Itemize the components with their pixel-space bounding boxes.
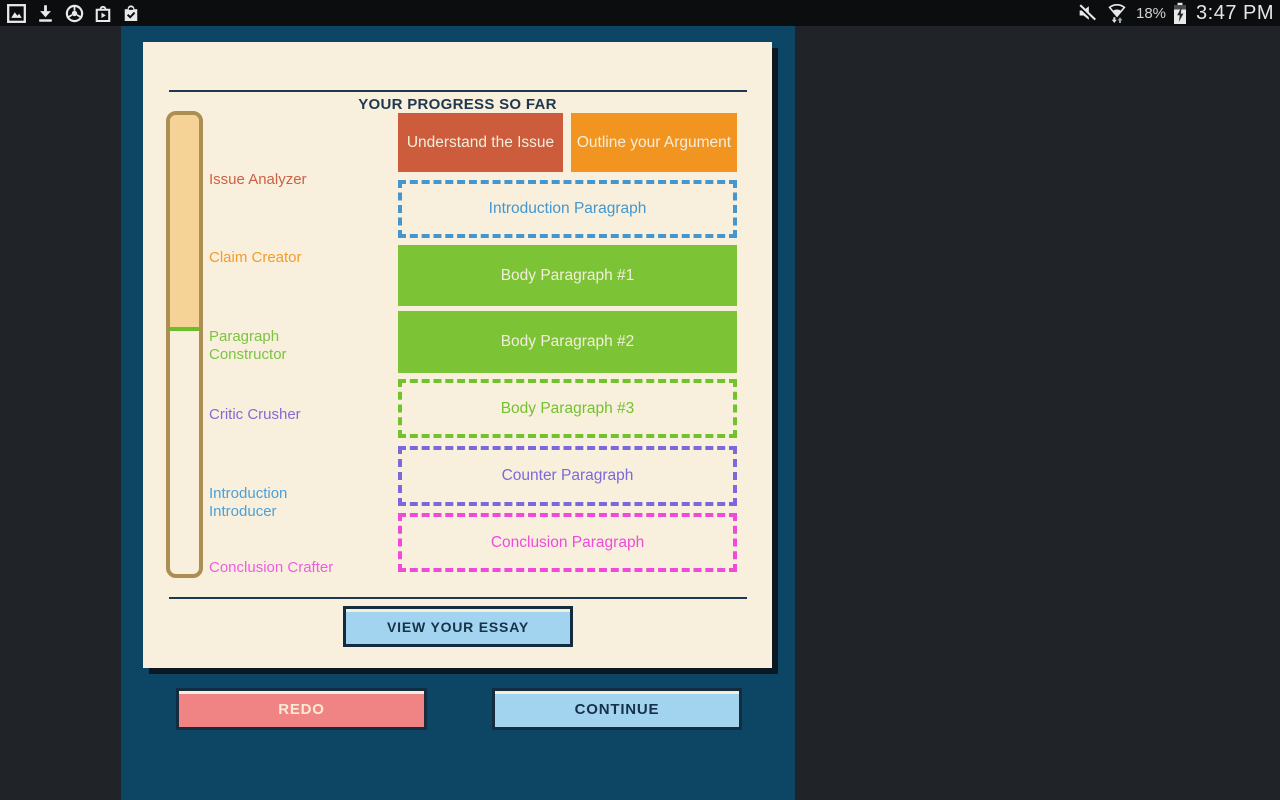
redo-button[interactable]: REDO	[176, 688, 427, 730]
divider-top	[169, 90, 747, 92]
play-store-icon	[93, 3, 113, 24]
stage-label-claim-creator: Claim Creator	[209, 249, 302, 266]
block-introduction-paragraph: Introduction Paragraph	[398, 180, 737, 238]
stage-label-issue-analyzer: Issue Analyzer	[209, 171, 307, 188]
chrome-icon	[64, 3, 85, 24]
download-icon	[35, 3, 56, 24]
block-conclusion-paragraph: Conclusion Paragraph	[398, 513, 737, 572]
progress-card: YOUR PROGRESS SO FAR Issue Analyzer Clai…	[143, 42, 772, 668]
view-your-essay-button[interactable]: VIEW YOUR ESSAY	[343, 606, 573, 647]
block-body-paragraph-1: Body Paragraph #1	[398, 245, 737, 306]
stage-label-critic-crusher: Critic Crusher	[209, 406, 301, 423]
battery-charging-icon	[1173, 2, 1187, 25]
continue-button[interactable]: CONTINUE	[492, 688, 742, 730]
bag-check-icon	[121, 3, 141, 24]
clock-label: 3:47 PM	[1196, 1, 1274, 24]
stage-label-conclusion-crafter: Conclusion Crafter	[209, 559, 334, 576]
stage-label-paragraph-constructor: Paragraph Constructor	[209, 328, 287, 363]
wifi-data-icon	[1105, 1, 1129, 25]
block-body-paragraph-3: Body Paragraph #3	[398, 379, 737, 438]
gallery-icon	[6, 3, 27, 24]
notification-icons	[6, 0, 141, 26]
divider-bottom	[169, 597, 747, 599]
page-title: YOUR PROGRESS SO FAR	[358, 96, 557, 113]
block-counter-paragraph: Counter Paragraph	[398, 446, 737, 506]
block-outline-your-argument: Outline your Argument	[571, 113, 737, 172]
volume-muted-icon	[1076, 2, 1098, 24]
block-understand-the-issue: Understand the Issue	[398, 113, 563, 172]
stage-label-introduction-introducer: Introduction Introducer	[209, 485, 288, 520]
progress-track	[166, 111, 203, 578]
system-status-icons: 18% 3:47 PM	[1076, 0, 1274, 26]
android-status-bar: 18% 3:47 PM	[0, 0, 1280, 26]
progress-fill	[170, 115, 199, 331]
battery-percent-label: 18%	[1135, 4, 1167, 22]
block-body-paragraph-2: Body Paragraph #2	[398, 311, 737, 373]
